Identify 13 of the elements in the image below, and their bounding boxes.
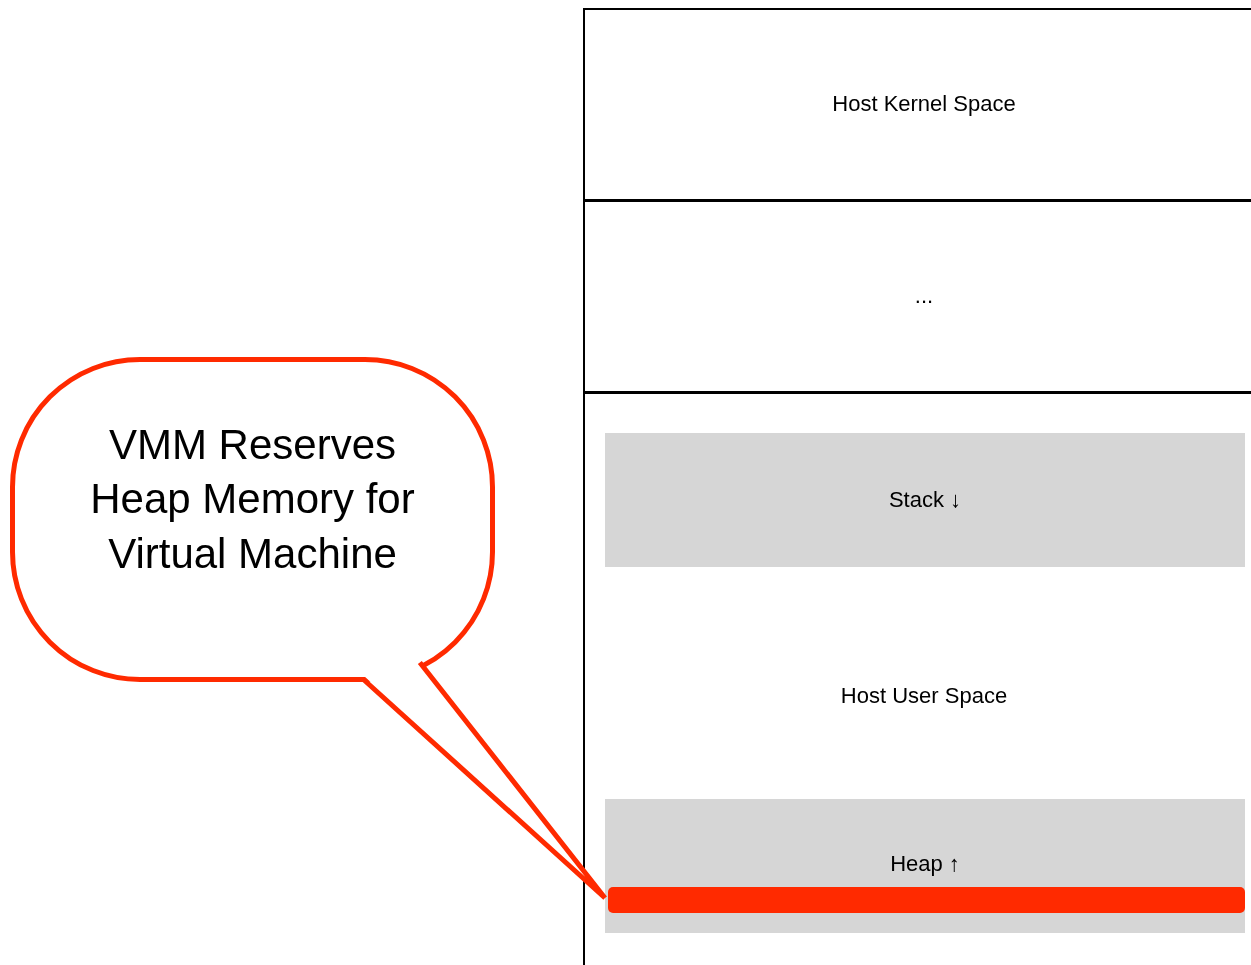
highlight-bar — [608, 887, 1245, 913]
memory-segment — [605, 433, 1245, 567]
memory-region — [583, 392, 1251, 965]
callout-tail — [361, 660, 608, 901]
region-label: VMM Reserves Heap Memory for Virtual Machine — [89, 419, 416, 579]
memory-segment — [605, 799, 1245, 933]
memory-region — [583, 200, 1251, 393]
region-label: Heap ↑ — [889, 850, 961, 878]
memory-region — [583, 8, 1251, 201]
region-label: ... — [914, 282, 934, 311]
region-label: Host User Space — [839, 682, 1009, 710]
region-label: Host Kernel Space — [832, 90, 1016, 119]
region-label: Stack ↓ — [888, 485, 962, 514]
